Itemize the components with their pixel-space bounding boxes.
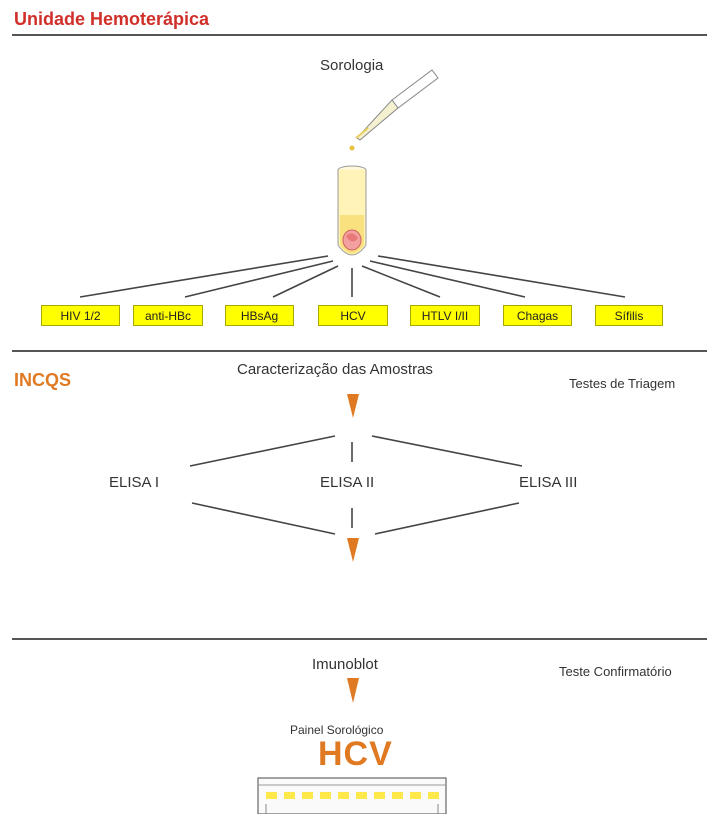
arrow-down-icon	[347, 538, 359, 562]
arrow-down-icon	[347, 394, 359, 418]
section-divider-bottom	[12, 638, 707, 640]
pipette-icon	[349, 69, 439, 151]
incqs-title: INCQS	[14, 370, 72, 390]
test-marker-anti-hbc: anti-HBc	[133, 305, 203, 326]
triagem-label: Testes de Triagem	[569, 376, 676, 391]
microplate-icon	[257, 777, 447, 814]
test-marker-sifilis: Sífilis	[595, 305, 663, 326]
test-marker-chagas: Chagas	[503, 305, 572, 326]
hcv-title: HCV	[318, 735, 393, 773]
confirmatorio-label: Teste Confirmatório	[559, 664, 672, 679]
test-marker-hiv: HIV 1/2	[41, 305, 120, 326]
tube-to-tests-lines	[79, 255, 626, 298]
test-tube-icon	[337, 165, 367, 256]
elisa-lines	[189, 435, 523, 535]
section-divider-top	[12, 34, 707, 36]
sorologia-label: Sorologia	[320, 57, 384, 74]
imunoblot-label: Imunoblot	[312, 656, 378, 673]
caracterizacao-label: Caracterização das Amostras	[237, 361, 433, 378]
section-divider-middle	[12, 350, 707, 352]
elisa-i-label: ELISA I	[109, 474, 160, 491]
painel-label: Painel Sorológico	[290, 723, 384, 737]
header-title: Unidade Hemoterápica	[14, 9, 210, 29]
arrow-down-icon	[347, 678, 359, 703]
elisa-iii-label: ELISA III	[519, 474, 578, 491]
test-marker-hbsag: HBsAg	[225, 305, 294, 326]
test-marker-hcv: HCV	[318, 305, 388, 326]
elisa-ii-label: ELISA II	[320, 474, 375, 491]
test-marker-htlv: HTLV I/II	[410, 305, 480, 326]
